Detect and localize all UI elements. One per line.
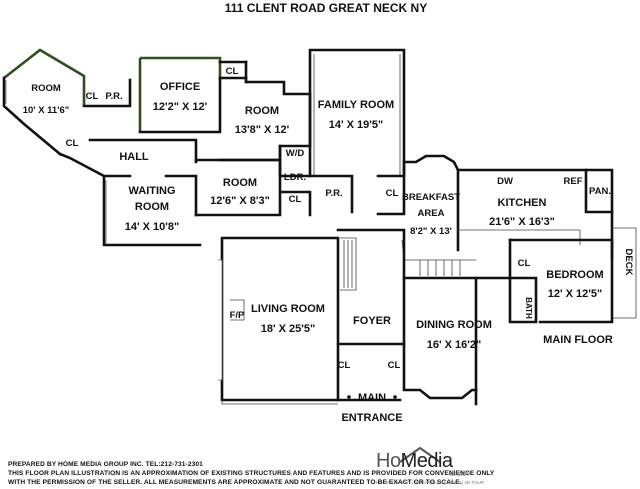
cl3-label: CL [226,66,239,77]
ldr-label: LDR. [284,172,306,183]
cl1-label: CL [86,91,99,102]
left-wing-walls [2,48,202,247]
entrance-dot-left [347,395,351,399]
cl6-label: CL [518,258,531,269]
hall-label: HALL [119,151,149,163]
pr2-label: P.R. [325,188,342,199]
entrance-label: ENTRANCE [341,412,402,424]
wd-label: W/D [286,148,305,159]
dining-name: DINING ROOM [416,319,492,331]
breakfast-name1: BREAKFAST [402,192,460,203]
family-name: FAMILY ROOM [318,99,394,111]
family-dims: 14' X 19'5" [329,119,383,131]
logo-media: Media [400,450,453,472]
living-dims: 18' X 25'5" [261,323,315,335]
room1-dims: 10' X 11'6" [23,105,70,116]
office-walls [140,56,222,78]
cl4-label: CL [289,194,302,205]
room2-dims: 13'8" X 12' [235,124,290,136]
waiting-dims: 14' X 10'8" [125,221,179,233]
logo-ho: Ho [376,450,401,472]
waiting-name2: ROOM [135,201,169,213]
dw-label: DW [497,176,513,187]
bedroom-name: BEDROOM [546,269,603,281]
logo-group: GROUP [450,472,471,478]
kitchen-dims: 21'6" X 16'3" [489,216,555,228]
logo: HoMedia GROUP PHOTOGRAPHY | FLOOR PLAN |… [376,446,488,486]
logo-roof-icon [399,446,441,463]
room3-name: ROOM [223,177,257,189]
waiting-name1: WAITING [128,185,175,197]
office-name: OFFICE [160,81,200,93]
ref-label: REF [564,176,583,187]
footer-line1: PREPARED BY HOME MEDIA GROUP INC. TEL:21… [8,461,203,468]
cl5-label: CL [386,188,399,199]
pan-label: PAN. [589,186,611,197]
breakfast-dims: 8'2" X 13' [410,226,452,237]
floor-label: MAIN FLOOR [543,334,613,346]
room2-name: ROOM [245,105,279,117]
breakfast-name2: AREA [418,208,445,219]
foyer-label: FOYER [353,315,391,327]
deck-label: DECK [623,249,634,276]
footer-line3: WITH THE PERMISSION OF THE SELLER. ALL M… [8,479,462,486]
room3-dims: 12'6" X 8'3" [210,195,270,207]
office-dims: 12'2" X 12' [153,101,208,113]
logo-tagline: PHOTOGRAPHY | FLOOR PLAN | VIDEO | 3D TO… [376,480,484,485]
cl7-label: CL [338,360,351,371]
main-label: MAIN [358,392,386,404]
cl8-label: CL [388,360,401,371]
room1-name: ROOM [31,83,61,94]
cl2-label: CL [66,138,79,149]
kitchen-name: KITCHEN [498,197,547,209]
living-name: LIVING ROOM [251,303,325,315]
pr1-label: P.R. [105,91,122,102]
plan-title: 111 CLENT ROAD GREAT NECK NY [225,1,427,15]
bedroom-dims: 12' X 12'5" [548,288,602,300]
footer-line2: THIS FLOOR PLAN ILLUSTRATION IS AN APPRO… [8,470,495,477]
bath-label: BATH [524,297,533,319]
entrance-dot-right [393,395,397,399]
dining-dims: 16' X 16'2" [427,339,481,351]
fp-label: F/P [230,310,245,321]
